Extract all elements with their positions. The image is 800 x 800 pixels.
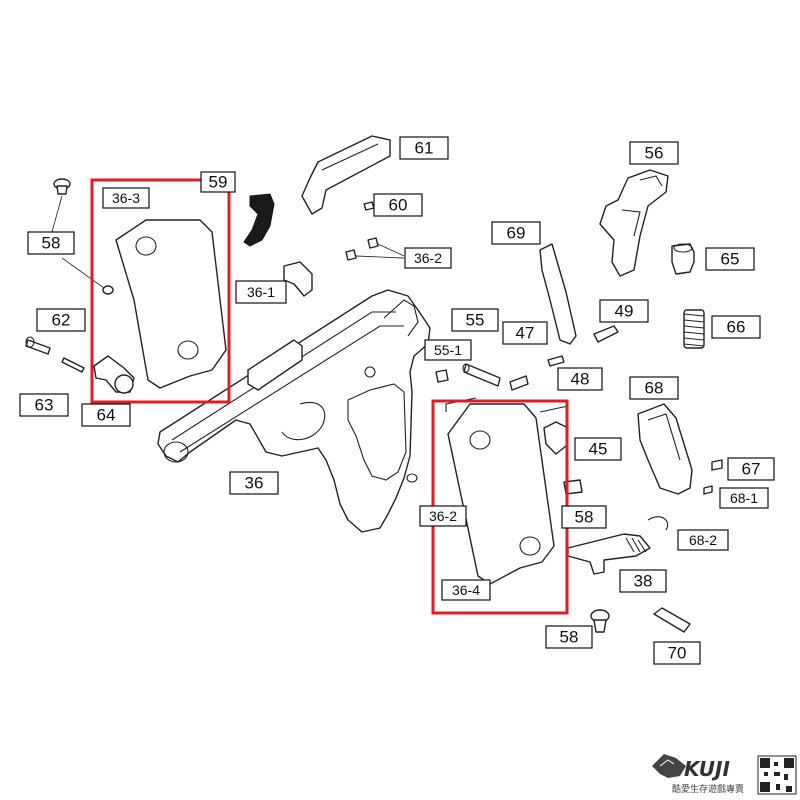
svg-text:62: 62 (52, 311, 71, 330)
svg-text:61: 61 (415, 139, 434, 158)
svg-text:45: 45 (589, 440, 608, 459)
callout-62: 62 (36, 308, 86, 332)
svg-text:36-1: 36-1 (247, 284, 275, 300)
callout-65: 65 (705, 247, 755, 271)
callout-38: 38 (619, 569, 667, 593)
callout-56: 56 (629, 141, 679, 165)
svg-text:36-2: 36-2 (429, 508, 457, 524)
callout-47: 47 (502, 321, 548, 345)
part-55-1 (435, 369, 449, 383)
part-65 (671, 243, 695, 275)
part-60 (363, 201, 375, 211)
svg-text:36-4: 36-4 (452, 582, 480, 598)
svg-text:酷愛生存遊戲專賣: 酷愛生存遊戲專賣 (672, 783, 744, 795)
callout-36-1: 36-1 (235, 280, 287, 304)
svg-text:68-1: 68-1 (730, 490, 758, 506)
svg-text:36-3: 36-3 (112, 190, 140, 206)
part-38 (567, 533, 651, 575)
callout-60: 60 (373, 193, 423, 217)
callout-67: 67 (727, 457, 775, 481)
callout-36-3: 36-3 (102, 187, 150, 209)
callout-55: 55 (451, 308, 499, 332)
part-48 (547, 355, 565, 367)
callout-45: 45 (574, 437, 622, 461)
callout-55-1: 55-1 (424, 339, 472, 361)
callout-36-2-mid: 36-2 (419, 505, 467, 527)
callout-68-2: 68-2 (677, 529, 729, 551)
svg-text:36: 36 (245, 474, 264, 493)
grip-panel-36-3 (115, 219, 227, 389)
callout-64: 64 (81, 403, 131, 427)
callout-68: 68 (629, 376, 679, 400)
part-68-2 (647, 516, 668, 531)
wolf-head-icon (652, 754, 686, 778)
highlight-box-left (90, 178, 231, 404)
part-67 (711, 459, 723, 471)
callout-49: 49 (599, 299, 649, 323)
svg-text:59: 59 (209, 173, 228, 192)
callout-69: 69 (491, 221, 541, 245)
part-66 (683, 309, 705, 349)
svg-text:KUJI: KUJI (684, 757, 730, 781)
svg-text:47: 47 (516, 324, 535, 343)
svg-text:55-1: 55-1 (434, 342, 462, 358)
svg-text:58: 58 (575, 508, 594, 527)
callout-61: 61 (399, 136, 449, 160)
svg-text:58: 58 (560, 628, 579, 647)
part-55 (462, 363, 501, 387)
svg-text:64: 64 (97, 406, 116, 425)
svg-text:58: 58 (42, 234, 61, 253)
part-36-2-pins (345, 237, 405, 261)
callout-63: 63 (19, 393, 69, 417)
svg-text:60: 60 (389, 196, 408, 215)
part-56 (599, 169, 669, 277)
qr-code-icon (757, 755, 797, 795)
svg-text:65: 65 (721, 250, 740, 269)
callout-70: 70 (653, 641, 701, 665)
callout-36: 36 (229, 471, 279, 495)
svg-text:69: 69 (507, 224, 526, 243)
callout-58-left: 58 (27, 231, 75, 255)
svg-text:49: 49 (615, 302, 634, 321)
part-68 (637, 403, 693, 495)
part-69 (539, 243, 577, 345)
svg-text:68-2: 68-2 (689, 532, 717, 548)
svg-text:38: 38 (634, 572, 653, 591)
part-68-1 (703, 485, 713, 495)
callout-58-mid: 58 (561, 505, 607, 529)
svg-text:63: 63 (35, 396, 54, 415)
callout-58-bottom: 58 (545, 625, 593, 649)
part-58-left-screw (51, 178, 114, 295)
callout-36-4: 36-4 (441, 579, 491, 601)
part-62 (25, 336, 51, 355)
svg-text:66: 66 (727, 318, 746, 337)
callout-48: 48 (557, 367, 603, 391)
part-49 (593, 325, 619, 343)
svg-text:36-2: 36-2 (414, 250, 442, 266)
svg-text:68: 68 (645, 379, 664, 398)
svg-text:48: 48 (571, 370, 590, 389)
part-36-1 (283, 261, 313, 297)
part-64 (93, 355, 135, 394)
svg-text:55: 55 (466, 311, 485, 330)
part-45 (543, 421, 569, 455)
svg-text:67: 67 (742, 460, 761, 479)
part-58-bottom (590, 609, 610, 633)
svg-text:56: 56 (645, 144, 664, 163)
svg-text:70: 70 (668, 644, 687, 663)
brand-logo: KUJI 酷愛生存遊戲專賣 (652, 754, 744, 795)
callout-36-2-top: 36-2 (404, 247, 452, 269)
frame-part-36 (157, 289, 431, 533)
grip-panel-36-4 (445, 397, 569, 585)
part-47 (509, 375, 529, 391)
part-70 (653, 607, 691, 633)
callout-66: 66 (711, 315, 761, 339)
callout-68-1: 68-1 (719, 487, 769, 509)
callout-59: 59 (200, 171, 236, 193)
part-59 (243, 193, 275, 247)
part-63 (61, 357, 85, 373)
part-61 (301, 135, 391, 215)
